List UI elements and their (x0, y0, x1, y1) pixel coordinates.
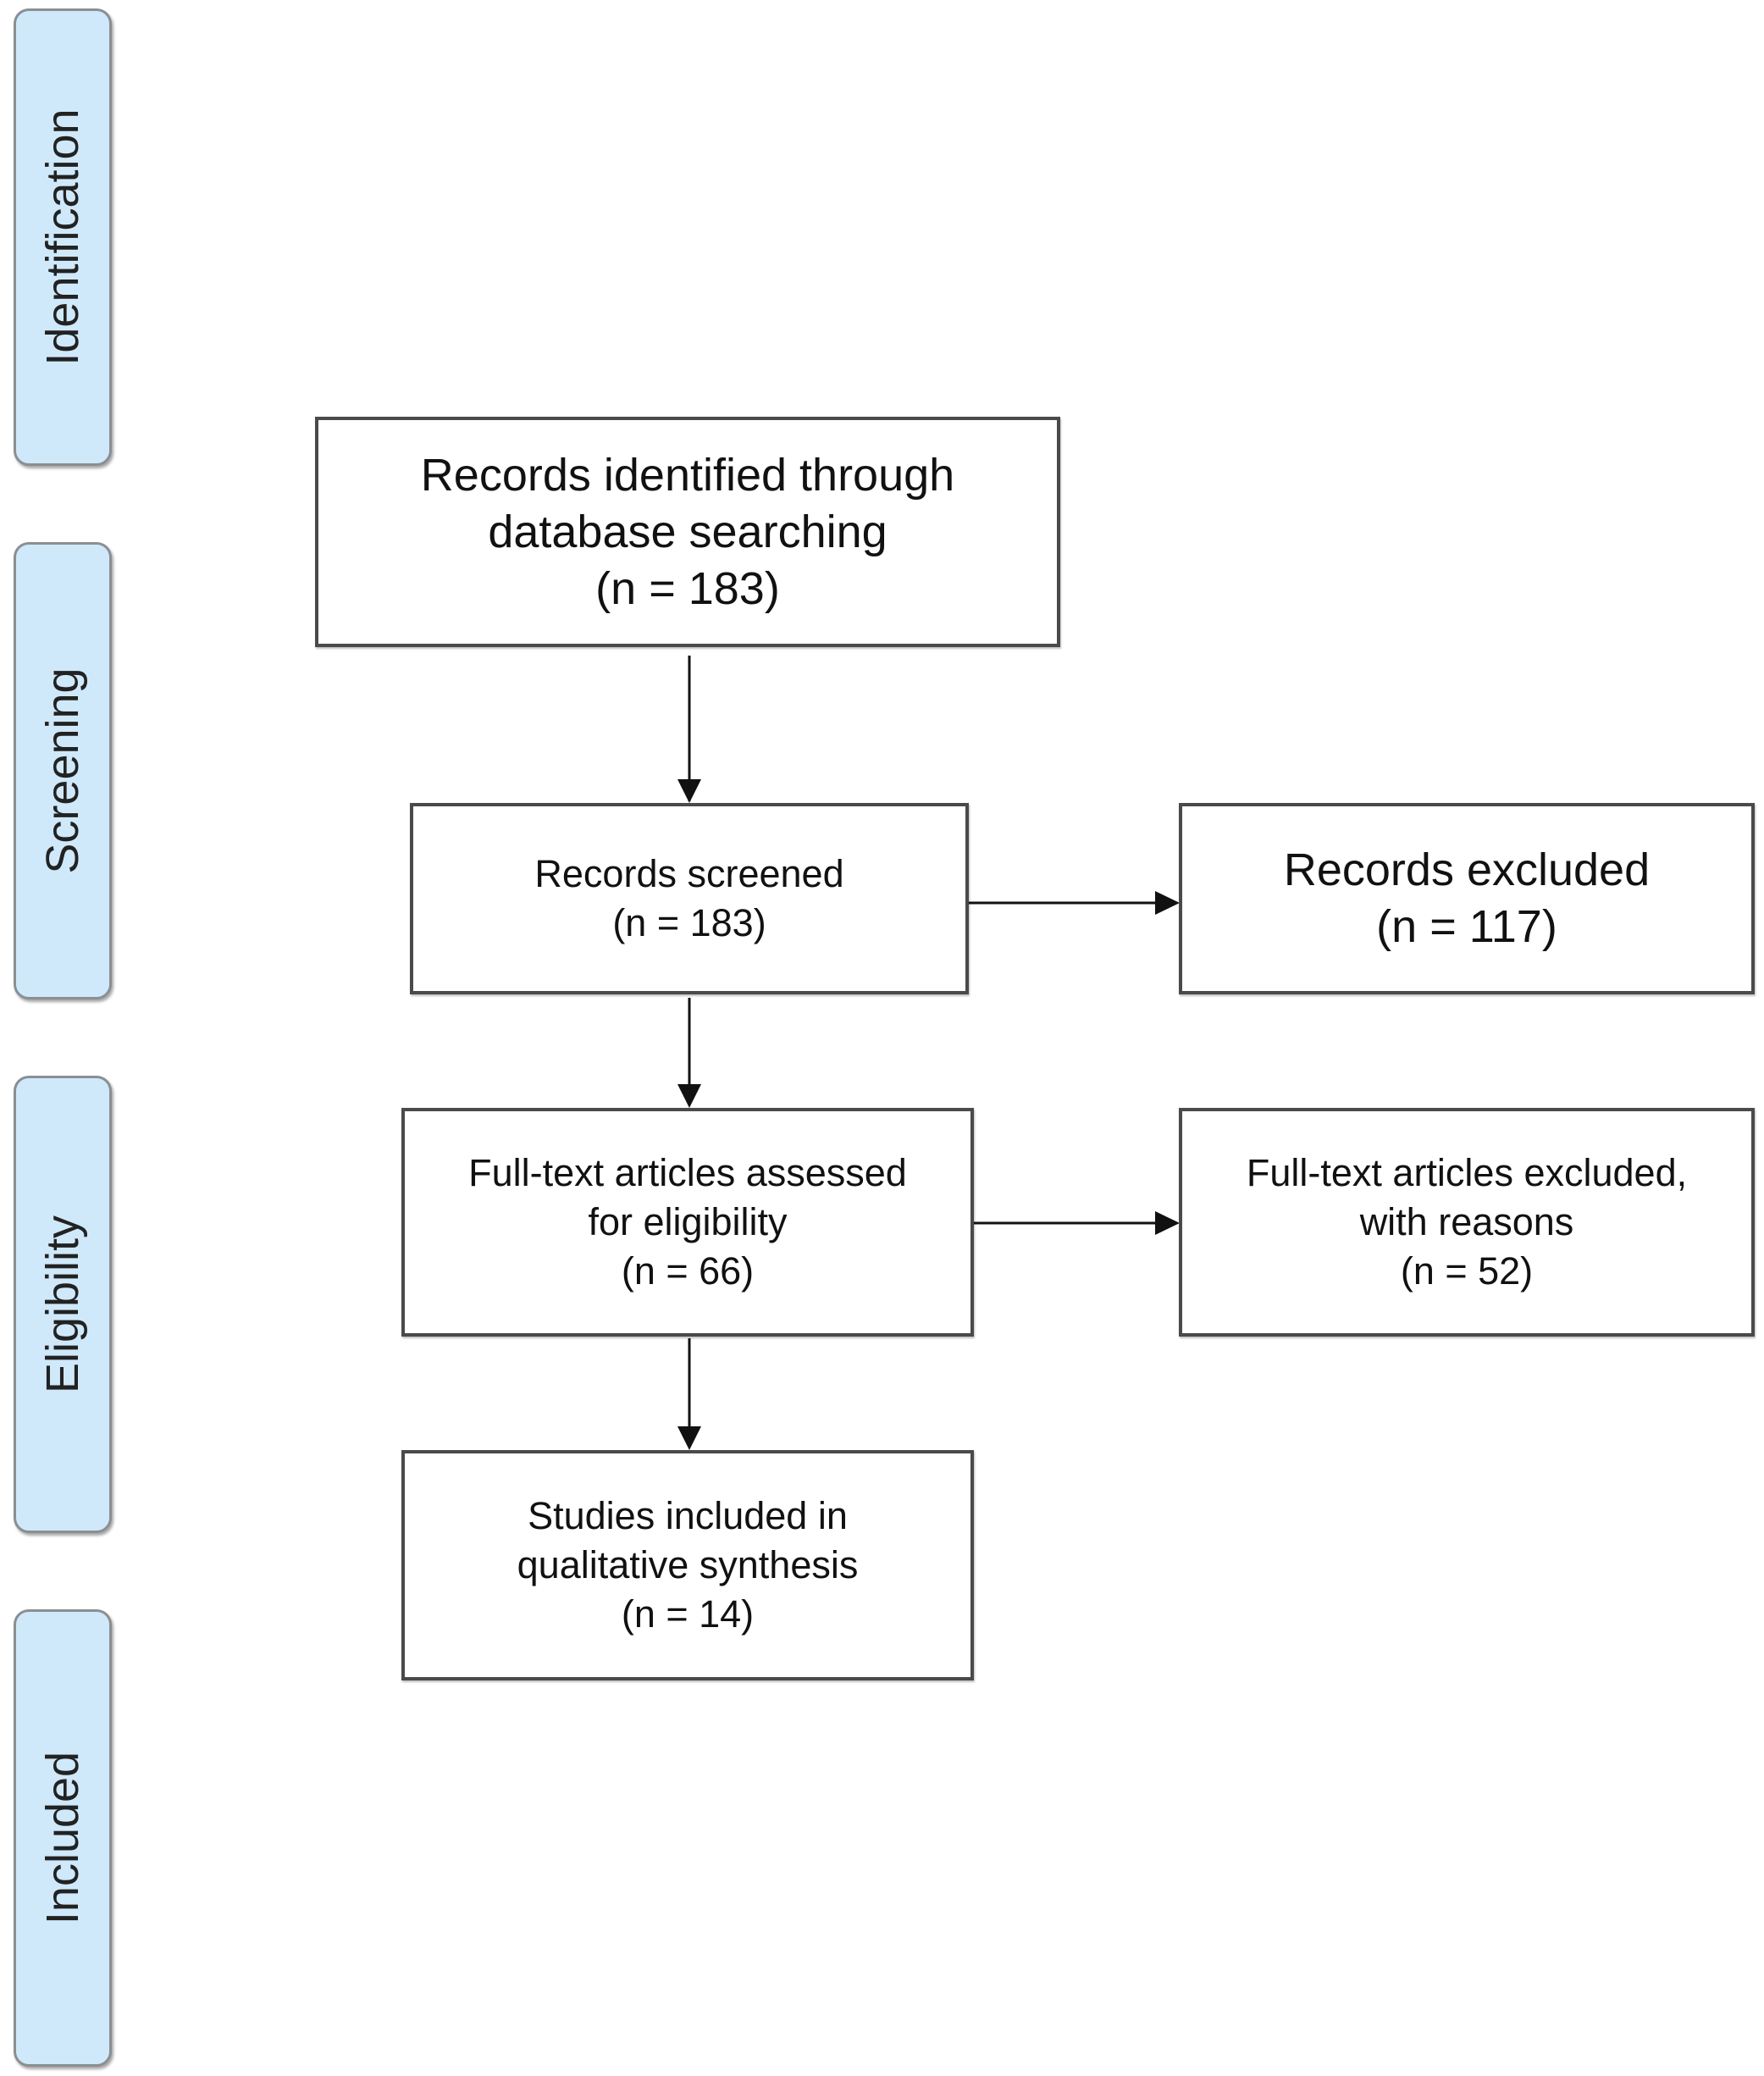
phase-label-screening: Screening (37, 667, 88, 874)
records-screened-box: Records screened (n = 183) (410, 803, 969, 994)
phase-tab-included: Included (14, 1609, 112, 2067)
records-identified-count: (n = 183) (595, 562, 780, 614)
records-identified-line1: Records identified through (420, 449, 955, 501)
fulltext-excluded-box: Full-text articles excluded, with reason… (1179, 1108, 1755, 1337)
phase-tab-screening: Screening (14, 542, 112, 999)
fulltext-assessed-line1: Full-text articles assessed (468, 1151, 907, 1194)
records-excluded-label: Records excluded (1283, 844, 1651, 895)
fulltext-assessed-box: Full-text articles assessed for eligibil… (401, 1108, 974, 1337)
arrowhead-screened-to-excluded (1155, 891, 1180, 915)
fulltext-assessed-count: (n = 66) (621, 1249, 755, 1293)
records-identified-box: Records identified through database sear… (315, 417, 1060, 647)
studies-included-box: Studies included in qualitative synthesi… (401, 1450, 974, 1680)
studies-included-line1: Studies included in (528, 1494, 848, 1537)
records-identified-line2: database searching (488, 506, 888, 557)
phase-label-eligibility: Eligibility (37, 1215, 88, 1394)
records-excluded-box: Records excluded (n = 117) (1179, 803, 1755, 994)
studies-included-line2: qualitative synthesis (517, 1543, 859, 1586)
records-screened-label: Records screened (534, 852, 844, 895)
fulltext-excluded-count: (n = 52) (1400, 1249, 1534, 1293)
records-excluded-count: (n = 117) (1376, 901, 1557, 952)
records-screened-count: (n = 183) (612, 901, 766, 944)
phase-label-included: Included (37, 1751, 88, 1925)
fulltext-excluded-line1: Full-text articles excluded, (1246, 1151, 1688, 1194)
phase-label-identification: Identification (37, 108, 88, 366)
fulltext-excluded-line2: with reasons (1359, 1200, 1574, 1243)
arrowhead-fulltext-to-included (677, 1426, 701, 1450)
phase-tab-eligibility: Eligibility (14, 1076, 112, 1533)
arrowhead-fulltext-to-excluded (1155, 1211, 1180, 1235)
fulltext-assessed-line2: for eligibility (588, 1200, 788, 1243)
studies-included-count: (n = 14) (621, 1592, 755, 1636)
arrowhead-screened-to-fulltext (677, 1084, 701, 1108)
phase-tab-identification: Identification (14, 8, 112, 466)
arrowhead-identified-to-screened (677, 779, 701, 803)
